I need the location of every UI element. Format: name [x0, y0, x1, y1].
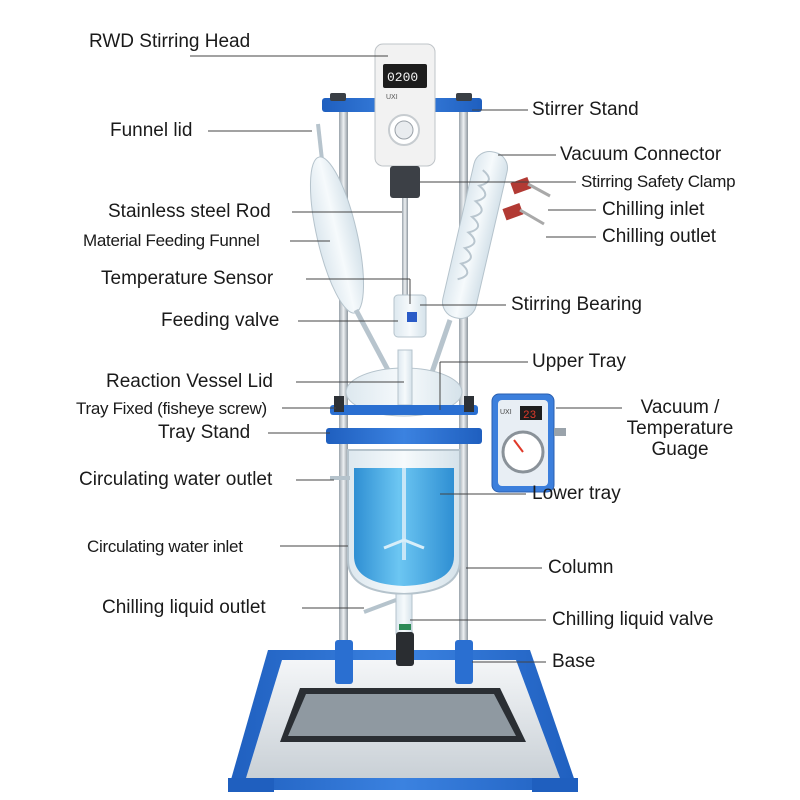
label-funnel-lid: Funnel lid — [110, 120, 193, 141]
stirrer-display: 0200 — [387, 70, 418, 85]
label-chilling-inlet: Chilling inlet — [602, 199, 705, 220]
label-vacuum-connector: Vacuum Connector — [560, 144, 722, 165]
condenser — [427, 151, 551, 379]
label-stirrer-stand: Stirrer Stand — [532, 99, 639, 120]
label-chilling-outlet: Chilling outlet — [602, 226, 717, 247]
label-chilling-liquid-valve: Chilling liquid valve — [552, 609, 714, 630]
label-lower-tray: Lower tray — [532, 483, 621, 504]
base-plate — [228, 650, 578, 792]
label-stirring-safety-clamp: Stirring Safety Clamp — [581, 172, 736, 191]
label-stirring-bearing: Stirring Bearing — [511, 294, 642, 315]
vessel-lid — [345, 294, 463, 417]
label-material-feeding-funnel: Material Feeding Funnel — [83, 231, 260, 250]
label-circulating-water-outlet: Circulating water outlet — [79, 469, 273, 490]
label-circulating-water-inlet: Circulating water inlet — [87, 537, 243, 556]
columns — [335, 98, 473, 684]
label-upper-tray: Upper Tray — [532, 351, 626, 372]
leader-lines — [190, 55, 622, 663]
bottom-valve — [363, 593, 414, 666]
label-reaction-vessel-lid: Reaction Vessel Lid — [106, 371, 273, 392]
label-column: Column — [548, 557, 614, 578]
feeding-funnel — [309, 123, 391, 372]
vacuum-gauge: 23 UXI — [491, 393, 566, 493]
label-vacuum-temperature-gauge: Vacuum / Temperature Guage — [626, 397, 734, 460]
label-temperature-sensor: Temperature Sensor — [101, 268, 274, 289]
tray-stand — [326, 396, 482, 444]
stirring-head: 0200 UXI — [374, 43, 436, 328]
gauge-brand: UXI — [500, 409, 512, 416]
reaction-vessel — [330, 449, 461, 596]
label-chilling-liquid-outlet: Chilling liquid outlet — [102, 597, 266, 618]
gauge-display: 23 — [523, 410, 536, 422]
stirrer-brand: UXI — [386, 94, 398, 101]
label-feeding-valve: Feeding valve — [161, 310, 280, 331]
label-tray-stand: Tray Stand — [158, 422, 251, 443]
label-base: Base — [552, 651, 596, 672]
label-tray-fixed: Tray Fixed (fisheye screw) — [76, 399, 267, 418]
label-rwd-stirring-head: RWD Stirring Head — [89, 31, 251, 52]
label-stainless-steel-rod: Stainless steel Rod — [108, 201, 271, 222]
